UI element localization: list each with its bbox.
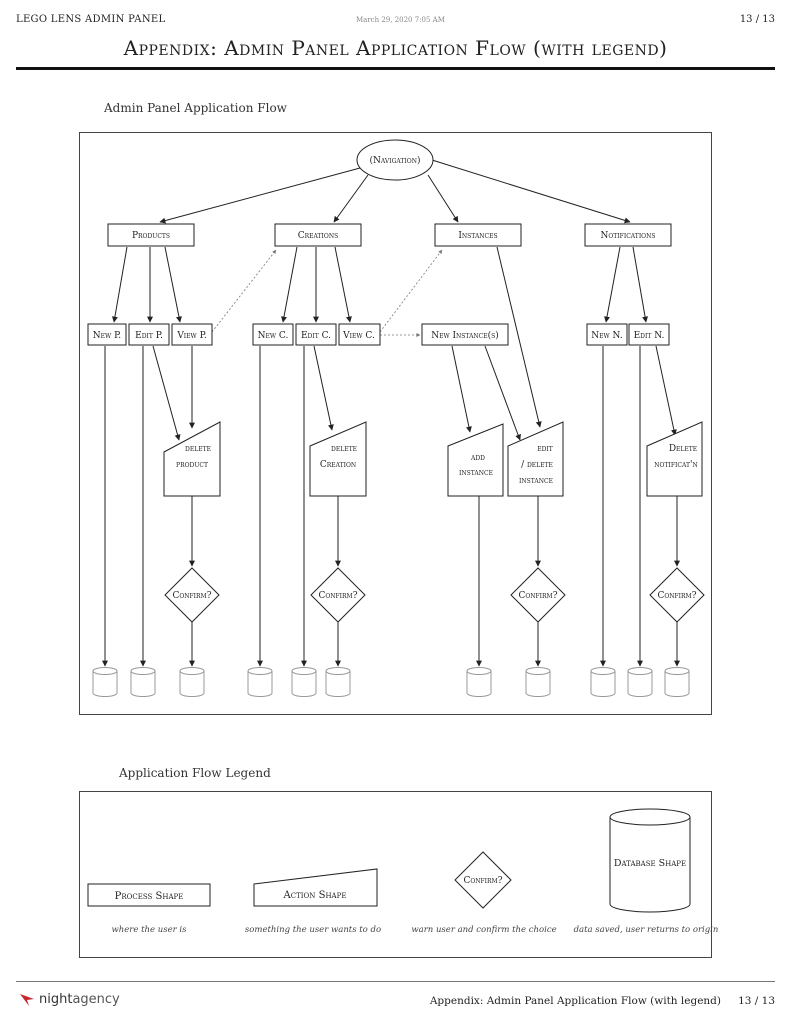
svg-text:Edit C.: Edit C. [301,331,331,341]
page-number: 13 / 13 [739,14,775,25]
svg-text:delete: delete [331,444,357,454]
svg-text:Action Shape: Action Shape [283,890,347,901]
delete-creation-action: delete Creation [309,421,367,497]
svg-text:edit: edit [537,444,553,454]
svg-text:delete: delete [185,444,211,454]
nightagency-logo: nightagency [18,991,120,1007]
confirm-product-decision: Confirm? [164,567,220,623]
navigation-node: (Navigation) [356,139,434,181]
legend-process-desc: where the user is [112,925,188,935]
database-icon [130,667,156,697]
svg-text:Confirm?: Confirm? [518,591,557,601]
products-node: Products [107,223,195,247]
instances-node: Instances [434,223,522,247]
delete-product-action: delete product [163,421,221,497]
view-creation-node: View C. [338,323,381,346]
svg-text:(Navigation): (Navigation) [370,155,421,166]
flow-caption: Admin Panel Application Flow [104,101,287,115]
confirm-creation-decision: Confirm? [310,567,366,623]
new-instances-node: New Instance(s) [421,323,509,346]
edit-delete-instance-action: edit / delete instance [507,421,564,497]
dotted-connectors [211,249,443,337]
title-divider [16,67,775,70]
svg-text:View C.: View C. [342,331,375,341]
database-icon [590,667,616,697]
svg-text:instance: instance [519,476,553,486]
svg-text:instance: instance [459,468,493,478]
footer-title: Appendix: Admin Panel Application Flow (… [429,995,721,1007]
legend-confirm-shape: Confirm? [454,851,512,909]
document-name: LEGO LENS ADMIN PANEL [16,14,166,25]
svg-text:notificat'n: notificat'n [654,460,697,470]
svg-text:Database Shape: Database Shape [614,858,686,869]
legend-process-shape: Process Shape [87,883,211,907]
svg-text:New Instance(s): New Instance(s) [431,330,499,341]
notifications-node: Notifications [584,223,672,247]
database-icon [247,667,273,697]
page-title: Appendix: Admin Panel Application Flow (… [123,36,668,60]
view-product-node: View P. [171,323,213,346]
svg-text:Confirm?: Confirm? [657,591,696,601]
legend-confirm-desc: warn user and confirm the choice [411,925,556,935]
database-icon [525,667,551,697]
legend-frame [79,791,712,958]
footer-divider [16,981,775,982]
database-icon [291,667,317,697]
edit-notification-node: Edit N. [628,323,670,346]
svg-text:Confirm?: Confirm? [172,591,211,601]
new-product-node: New P. [87,323,127,346]
svg-text:Edit P.: Edit P. [135,331,163,341]
svg-text:add: add [470,453,485,463]
database-icon [92,667,118,697]
database-icon [179,667,205,697]
svg-text:/ delete: / delete [521,460,553,470]
add-instance-action: add instance [447,423,504,497]
svg-text:Creations: Creations [298,231,338,241]
svg-text:Delete: Delete [669,444,697,454]
logo-mark-icon [20,994,34,1006]
legend-database-shape: Database Shape [609,808,691,913]
confirm-instance-decision: Confirm? [510,567,566,623]
svg-text:Confirm?: Confirm? [463,876,502,886]
footer-page-number: 13 / 13 [738,995,775,1007]
legend-action-desc: something the user wants to do [245,925,381,935]
svg-text:Products: Products [132,231,170,241]
legend-database-desc: data saved, user returns to origin [574,925,719,935]
database-icon [664,667,690,697]
svg-text:Confirm?: Confirm? [318,591,357,601]
database-icon [325,667,351,697]
svg-text:New P.: New P. [93,331,122,341]
connectors [102,159,680,667]
delete-notification-action: Delete notificat'n [646,421,703,497]
legend: Process Shape where the user is Action S… [87,808,719,935]
new-creation-node: New C. [252,323,294,346]
edit-creation-node: Edit C. [295,323,337,346]
svg-text:Creation: Creation [320,460,356,470]
svg-text:Process Shape: Process Shape [115,891,184,902]
svg-text:Notifications: Notifications [601,231,656,241]
legend-action-shape: Action Shape [253,868,378,907]
svg-text:New C.: New C. [258,331,289,341]
svg-text:Edit N.: Edit N. [634,331,665,341]
creations-node: Creations [274,223,362,247]
edit-product-node: Edit P. [128,323,170,346]
new-notification-node: New N. [586,323,628,346]
confirm-notification-decision: Confirm? [649,567,705,623]
flow-diagram-frame [79,132,712,715]
legend-caption: Application Flow Legend [119,766,271,780]
timestamp: March 29, 2020 7:05 AM [356,16,445,24]
database-icon [627,667,653,697]
database-icon [466,667,492,697]
svg-text:Instances: Instances [458,231,497,241]
database-shapes [92,667,690,697]
svg-text:product: product [176,460,208,470]
svg-text:View P.: View P. [176,331,207,341]
svg-text:New N.: New N. [591,331,623,341]
